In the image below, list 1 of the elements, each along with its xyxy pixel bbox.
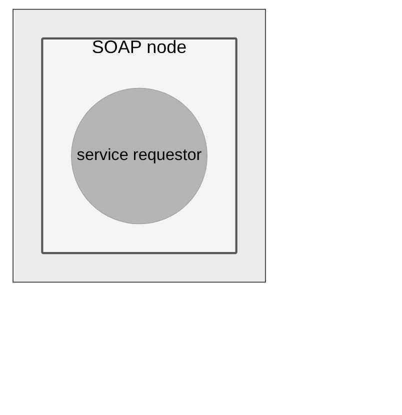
- node-circle: service requestor: [71, 88, 208, 224]
